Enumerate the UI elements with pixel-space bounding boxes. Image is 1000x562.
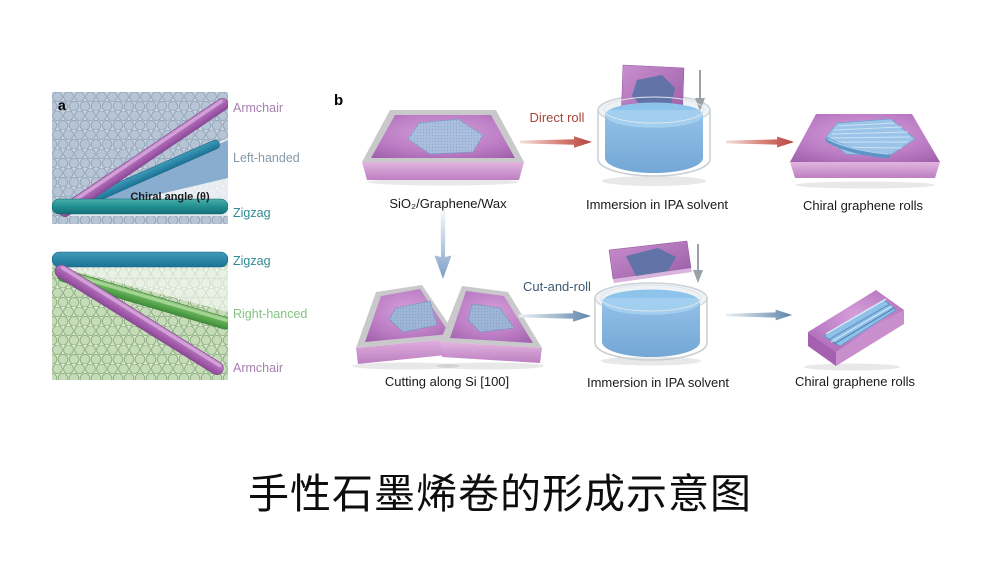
zigzag-tube-bottom: [52, 251, 228, 268]
chiral-angle-lattice-bottom-figure: [52, 251, 228, 380]
rolled-graphene-flake: [825, 118, 916, 159]
immersion-beaker-1-figure: [597, 64, 711, 186]
row2-step2-caption: Immersion in IPA solvent: [586, 375, 730, 390]
right-handed-label: Right-hanced: [233, 307, 308, 321]
immersion-beaker-2-figure: [594, 240, 708, 366]
zigzag-label-bottom: Zigzag: [233, 254, 271, 268]
cut-and-roll-arrow-icon: [519, 310, 591, 322]
row2-step3-caption: Chiral graphene rolls: [795, 374, 915, 389]
white-wedge-bottom: [60, 267, 228, 312]
armchair-label-bottom: Armchair: [233, 361, 284, 375]
row2-step1-caption: Cutting along Si [100]: [384, 374, 510, 389]
zigzag-label-top: Zigzag: [233, 206, 271, 220]
right-arrow-blue-icon: [726, 309, 793, 321]
down-arrow-blue-icon: [434, 211, 452, 279]
row1-step2-caption: Immersion in IPA solvent: [585, 197, 729, 212]
ipa-solvent: [602, 302, 700, 357]
panel-b-marker: b: [334, 92, 344, 109]
rolled-graphene-tubes: [823, 298, 897, 347]
chiral-rolls-substrate-2-figure: [804, 290, 904, 371]
beaker-glass: [594, 298, 708, 361]
graphene-flake: [407, 118, 484, 155]
cut-substrates-figure: [352, 285, 544, 370]
horizontal-plate: [608, 240, 692, 283]
direct-roll-arrow-icon: [520, 136, 592, 148]
row1-step1-caption: SiO₂/Graphene/Wax: [389, 196, 507, 211]
left-handed-label: Left-handed: [233, 151, 300, 165]
figure-title: 手性石墨烯卷的形成示意图: [248, 471, 752, 517]
chiral-angle-text: Chiral angle (θ): [130, 191, 210, 203]
down-arrow-icon: [693, 244, 703, 283]
zigzag-tube-top: [52, 198, 228, 215]
armchair-label-top: Armchair: [233, 101, 284, 115]
panel-a-marker: a: [58, 97, 66, 113]
armchair-tube-bottom: [54, 264, 224, 375]
substrate-left-face: [808, 332, 836, 366]
row1-step3-caption: Chiral graphene rolls: [803, 198, 923, 213]
chiral-rolls-substrate-1-figure: [790, 114, 940, 189]
substrate-front-face: [836, 310, 904, 366]
cut-piece-right: [440, 286, 542, 363]
direct-roll-label: Direct roll: [529, 110, 585, 125]
right-arrow-red-icon: [726, 136, 795, 148]
wax-substrate-figure: [362, 110, 524, 186]
substrate-front-face: [790, 162, 940, 178]
cut-piece-left: [356, 285, 458, 364]
beaker-glass: [597, 110, 711, 177]
chiral-angle-lattice-top-figure: Chiral angle (θ) a: [52, 92, 228, 224]
cut-and-roll-label: Cut-and-roll: [523, 279, 591, 294]
substrate-front-face: [362, 162, 524, 180]
ipa-solvent: [605, 115, 703, 173]
